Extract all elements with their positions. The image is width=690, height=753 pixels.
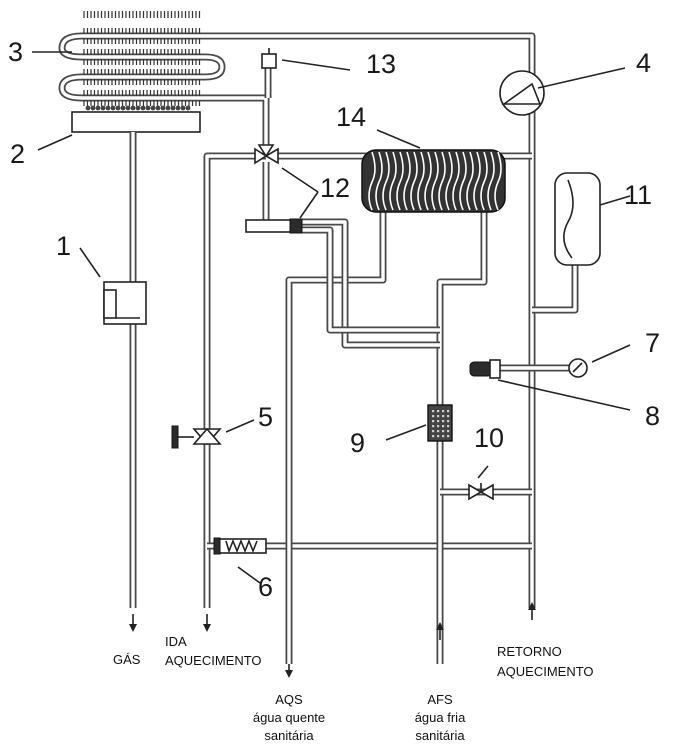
label-ida-2: AQUECIMENTO <box>165 653 262 668</box>
number-5: 5 <box>258 402 273 432</box>
number-3: 3 <box>8 37 23 67</box>
gas-valve <box>103 281 147 325</box>
label-retorno-1: RETORNO <box>497 644 562 659</box>
number-8: 8 <box>645 401 660 431</box>
leader-lines <box>32 51 631 584</box>
primary-heat-exchanger <box>58 11 226 106</box>
label-afs-3: sanitária <box>415 728 465 743</box>
label-afs-1: AFS <box>427 692 453 707</box>
number-1: 1 <box>56 231 71 261</box>
circulation-pump <box>499 70 545 116</box>
label-aqs-2: água quente <box>253 710 325 725</box>
number-11: 11 <box>624 180 652 210</box>
number-7: 7 <box>645 328 660 358</box>
number-10: 10 <box>474 423 504 453</box>
filling-tap <box>468 483 494 501</box>
label-afs-2: água fria <box>415 710 466 725</box>
connection-labels: GÁS IDA AQUECIMENTO AQS água quente sani… <box>113 634 594 743</box>
label-aqs-3: sanitária <box>264 728 314 743</box>
number-6: 6 <box>258 572 273 602</box>
sanitary-pipes <box>285 205 532 664</box>
safety-valve <box>171 425 222 449</box>
temperature-sensor <box>469 359 501 379</box>
number-12: 12 <box>320 173 350 203</box>
burner <box>71 105 201 133</box>
water-filter <box>427 404 453 442</box>
label-retorno-2: AQUECIMENTO <box>497 664 594 679</box>
burner-flames <box>85 105 191 111</box>
number-13: 13 <box>366 49 396 79</box>
label-aqs-1: AQS <box>275 692 303 707</box>
expansion-vessel <box>554 172 601 266</box>
plate-heat-exchanger <box>361 149 506 213</box>
label-gas: GÁS <box>113 652 141 667</box>
heating-circuit-pipes <box>203 32 579 608</box>
air-vent <box>261 48 277 98</box>
number-14: 14 <box>336 102 366 132</box>
exchanger-coils <box>368 151 502 211</box>
bypass-valve <box>213 537 267 555</box>
component-numbers: 1 2 3 4 5 6 7 8 9 10 11 12 13 14 <box>8 37 660 602</box>
connection-arrows <box>129 602 536 678</box>
label-ida-1: IDA <box>165 634 187 649</box>
exchanger-fins <box>83 11 201 106</box>
pressure-gauge <box>568 358 588 378</box>
number-9: 9 <box>350 428 365 458</box>
filter-mesh <box>432 410 450 438</box>
three-way-valve <box>254 144 279 165</box>
number-4: 4 <box>636 48 651 78</box>
number-2: 2 <box>10 139 25 169</box>
flow-switch <box>245 218 303 234</box>
